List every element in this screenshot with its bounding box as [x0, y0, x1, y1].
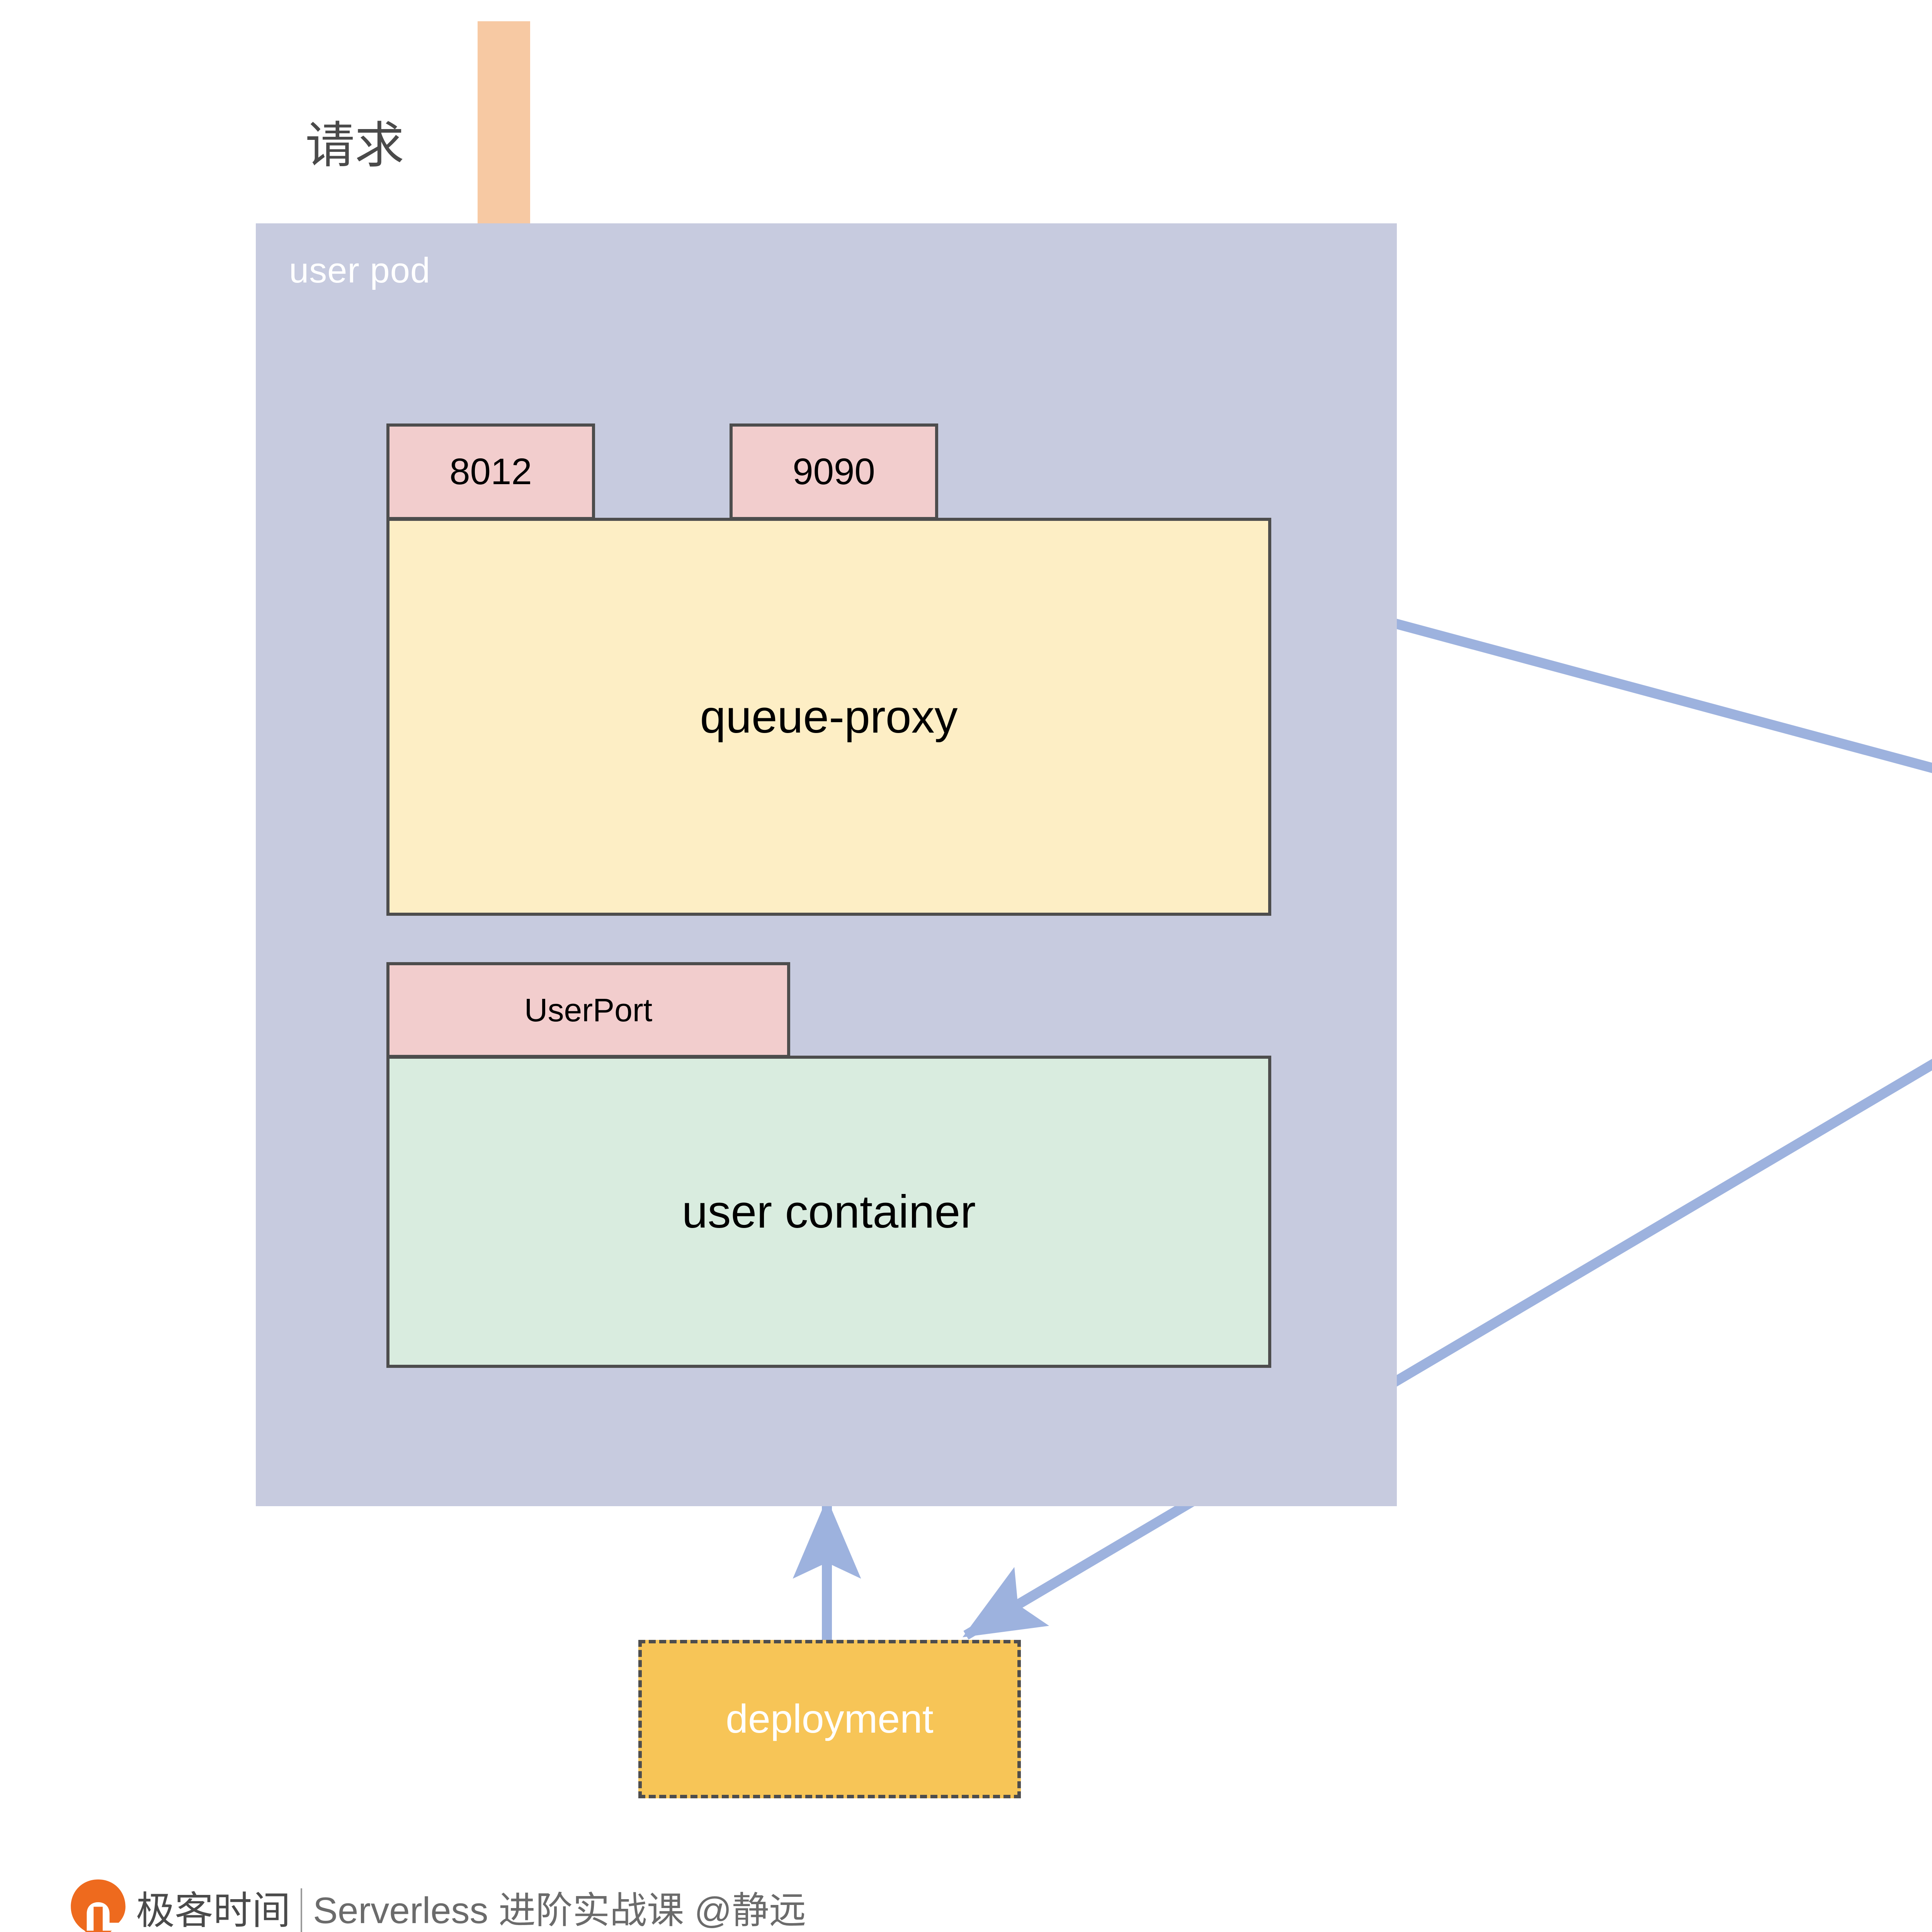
- footer-watermark: 极客时间 Serverless 进阶实战课 @静远: [70, 1876, 806, 1932]
- footer-course-text: Serverless 进阶实战课 @静远: [313, 1890, 806, 1931]
- geekbang-logo-icon: [71, 1879, 126, 1932]
- footer-divider: [301, 1888, 302, 1932]
- port-8012-box[interactable]: 8012: [386, 423, 595, 520]
- deployment-box[interactable]: deployment: [638, 1640, 1021, 1798]
- queue-proxy-box[interactable]: queue-proxy: [386, 518, 1271, 916]
- user-container-box[interactable]: user container: [386, 1056, 1271, 1368]
- footer-brand: 极客时间: [136, 1889, 291, 1932]
- port-9090-box[interactable]: 9090: [730, 423, 938, 520]
- request-label: 请求: [305, 118, 405, 173]
- user-pod-label: user pod: [289, 251, 431, 290]
- user-port-box[interactable]: UserPort: [386, 962, 790, 1058]
